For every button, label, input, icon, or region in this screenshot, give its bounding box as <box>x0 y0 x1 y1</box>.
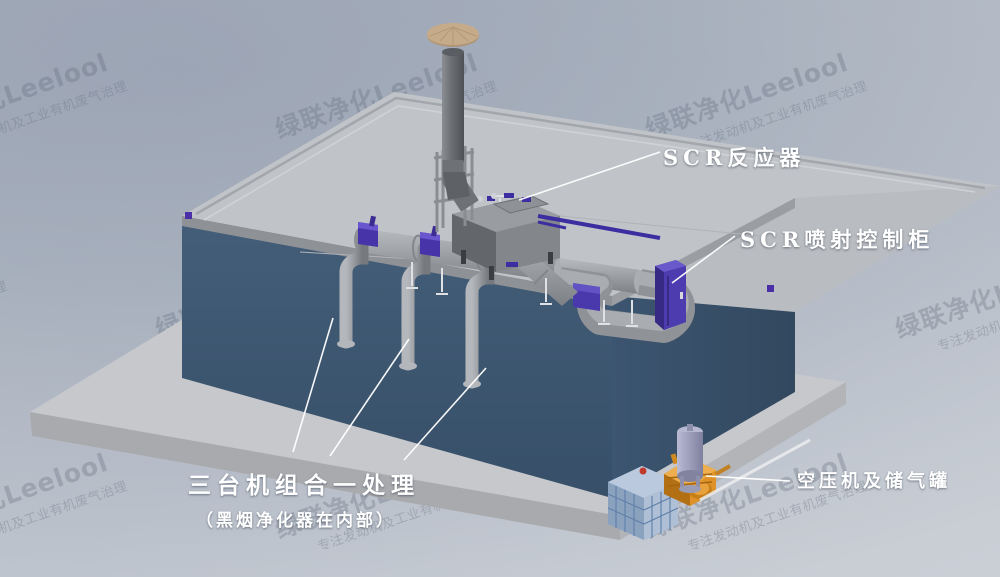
callout-label-three-unit: 三台机组合一处理 （黑烟净化器在内部） <box>188 466 420 531</box>
ground-marking <box>699 438 811 502</box>
callout-three-unit-main: 三台机组合一处理 <box>188 472 420 499</box>
butterfly-valve-1 <box>358 215 378 247</box>
leader-air-compressor <box>705 475 791 482</box>
leader-scr-cabinet <box>671 235 736 284</box>
roof-corner-marker <box>185 212 192 219</box>
scr-conduit <box>537 214 661 240</box>
callout-label-scr-reactor: SCR反应器 <box>663 145 806 170</box>
leader-three-unit-3 <box>403 367 487 461</box>
scr-reactor <box>452 193 661 280</box>
exhaust-stack <box>427 23 479 232</box>
leader-three-unit-2 <box>329 338 410 457</box>
roof-corner-marker <box>767 285 774 292</box>
leader-scr-reactor <box>518 151 661 201</box>
scr-control-cabinet <box>655 260 686 330</box>
callout-label-air-compressor: 空压机及储气罐 <box>797 471 951 492</box>
air-storage-tank <box>677 424 703 493</box>
callout-three-unit-sub: （黑烟净化器在内部） <box>196 511 396 531</box>
leader-three-unit-1 <box>292 317 334 453</box>
callout-leader-lines <box>292 151 791 482</box>
callout-label-scr-cabinet: SCR喷射控制柜 <box>740 227 935 252</box>
riser-pipe-1 <box>337 233 369 349</box>
butterfly-valve-2 <box>420 225 440 257</box>
